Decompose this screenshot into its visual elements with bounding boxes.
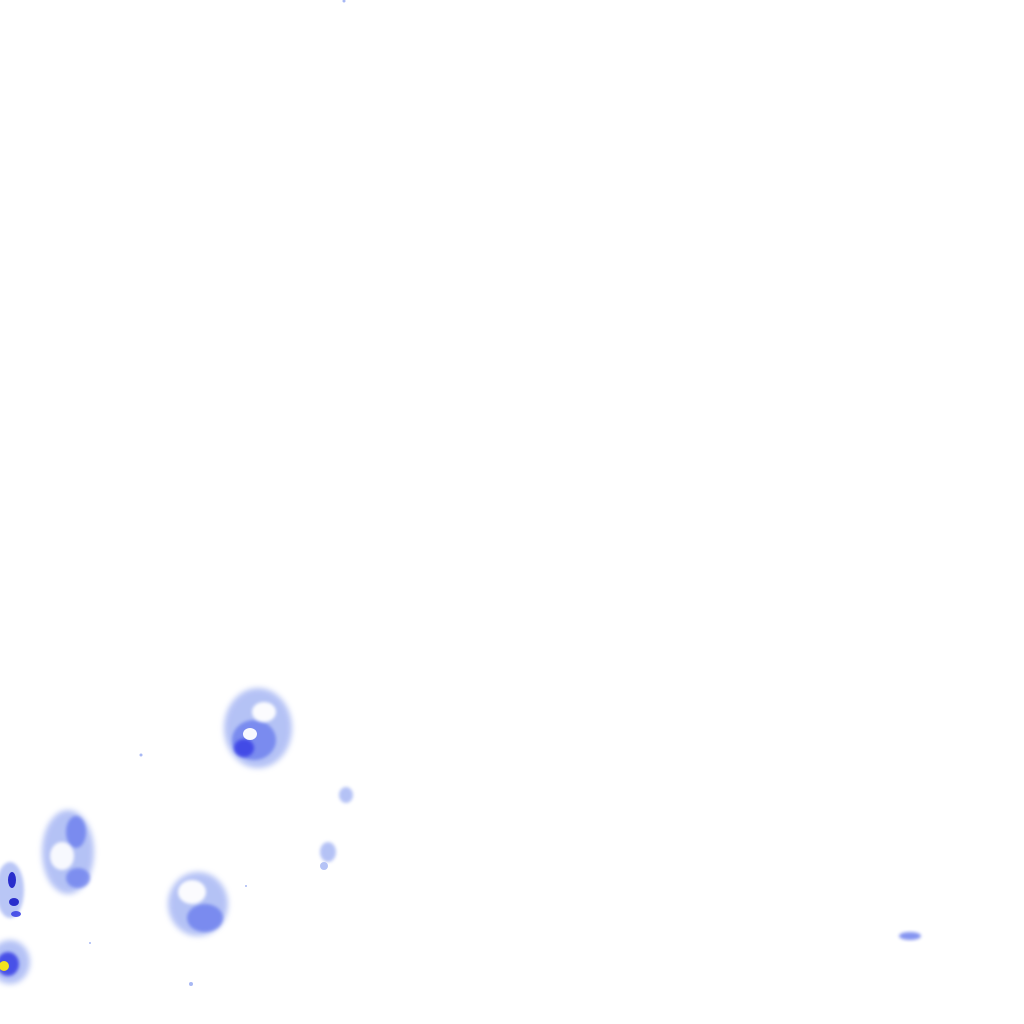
radar-echo-cell-5	[0, 940, 30, 984]
radar-echo-cell-8	[899, 932, 921, 940]
radar-noise-specks	[89, 0, 346, 986]
radar-echo-cell-6	[339, 787, 353, 803]
radar-echo-cell-3	[168, 872, 228, 936]
radar-echo-cell-2	[42, 810, 94, 894]
radar-echo-cell-4	[0, 862, 24, 918]
radar-echo-cell-7	[320, 842, 336, 870]
radar-echo-cell-1	[224, 688, 292, 768]
